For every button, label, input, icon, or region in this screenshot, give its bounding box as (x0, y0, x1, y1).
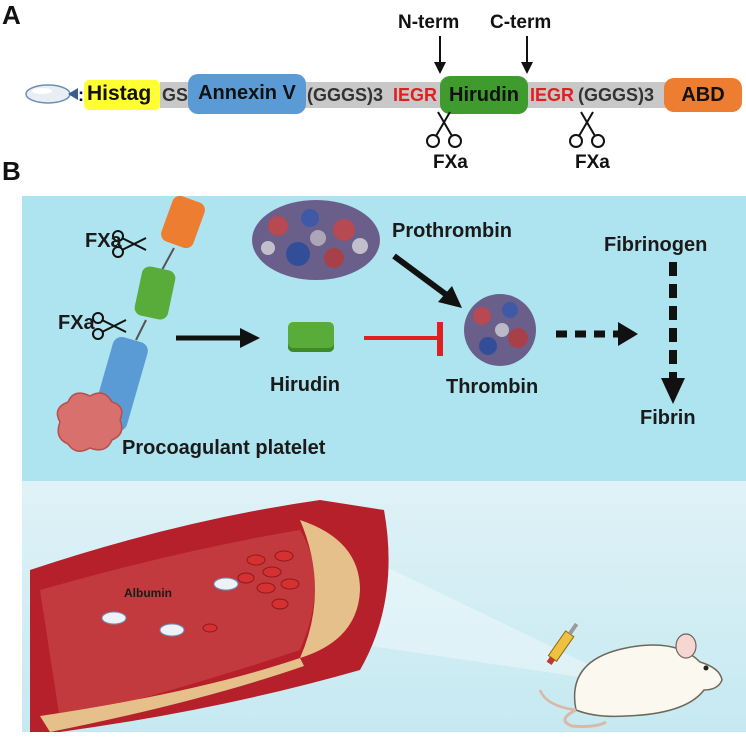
fxa-top-label: FXa (85, 230, 122, 252)
thrombin-label: Thrombin (446, 376, 539, 398)
histag-box (84, 80, 160, 110)
linker2-label: (GGGS)3 (578, 85, 655, 105)
panel-b-letter: B (2, 156, 21, 186)
iegr2-label: IEGR (530, 85, 575, 105)
annexin-v-domain: Annexin V (188, 74, 306, 114)
prothrombin-protein (252, 200, 380, 280)
fibrinogen-label: Fibrinogen (604, 234, 708, 256)
prothrombin-label: Prothrombin (392, 220, 512, 242)
thrombin-protein (464, 294, 536, 366)
hirudin-domain-label: Hirudin (449, 84, 519, 106)
fusion-protein-cartoon (56, 195, 205, 452)
hirudin-domain: Hirudin (440, 76, 528, 114)
albumin-blimp-icon (25, 84, 78, 104)
n-term-label: N-term (398, 12, 460, 33)
hirudin-peptide (288, 322, 334, 352)
fxa-mid-label: FXa (58, 312, 95, 334)
mouse-icon (538, 633, 723, 728)
syringe-icon (546, 622, 579, 666)
gs-label: GS (162, 85, 189, 105)
abd-label: ABD (681, 84, 725, 106)
abd-domain: ABD (664, 78, 742, 112)
fxa-right-label: FXa (575, 152, 610, 173)
annexin-v-label: Annexin V (198, 82, 296, 104)
fibrin-label: Fibrin (640, 407, 696, 429)
term-arrows (434, 36, 533, 74)
colon-label: : (78, 85, 84, 105)
albumin-label: Albumin (124, 586, 172, 600)
procoagulant-platelet-label: Procoagulant platelet (122, 437, 326, 459)
histag-label: Histag (87, 82, 152, 105)
scissors-icon (426, 111, 462, 148)
c-term-label: C-term (490, 12, 552, 33)
iegr1-label: IEGR (393, 85, 438, 105)
mechanism-arrows (176, 253, 685, 404)
fxa-left-label: FXa (433, 152, 468, 173)
hirudin-label: Hirudin (270, 374, 340, 396)
linker1-label: (GGGS)3 (307, 85, 384, 105)
scissors-icon (569, 111, 605, 148)
vessel-illustration (30, 500, 600, 732)
panel-a-letter: A (2, 0, 21, 30)
